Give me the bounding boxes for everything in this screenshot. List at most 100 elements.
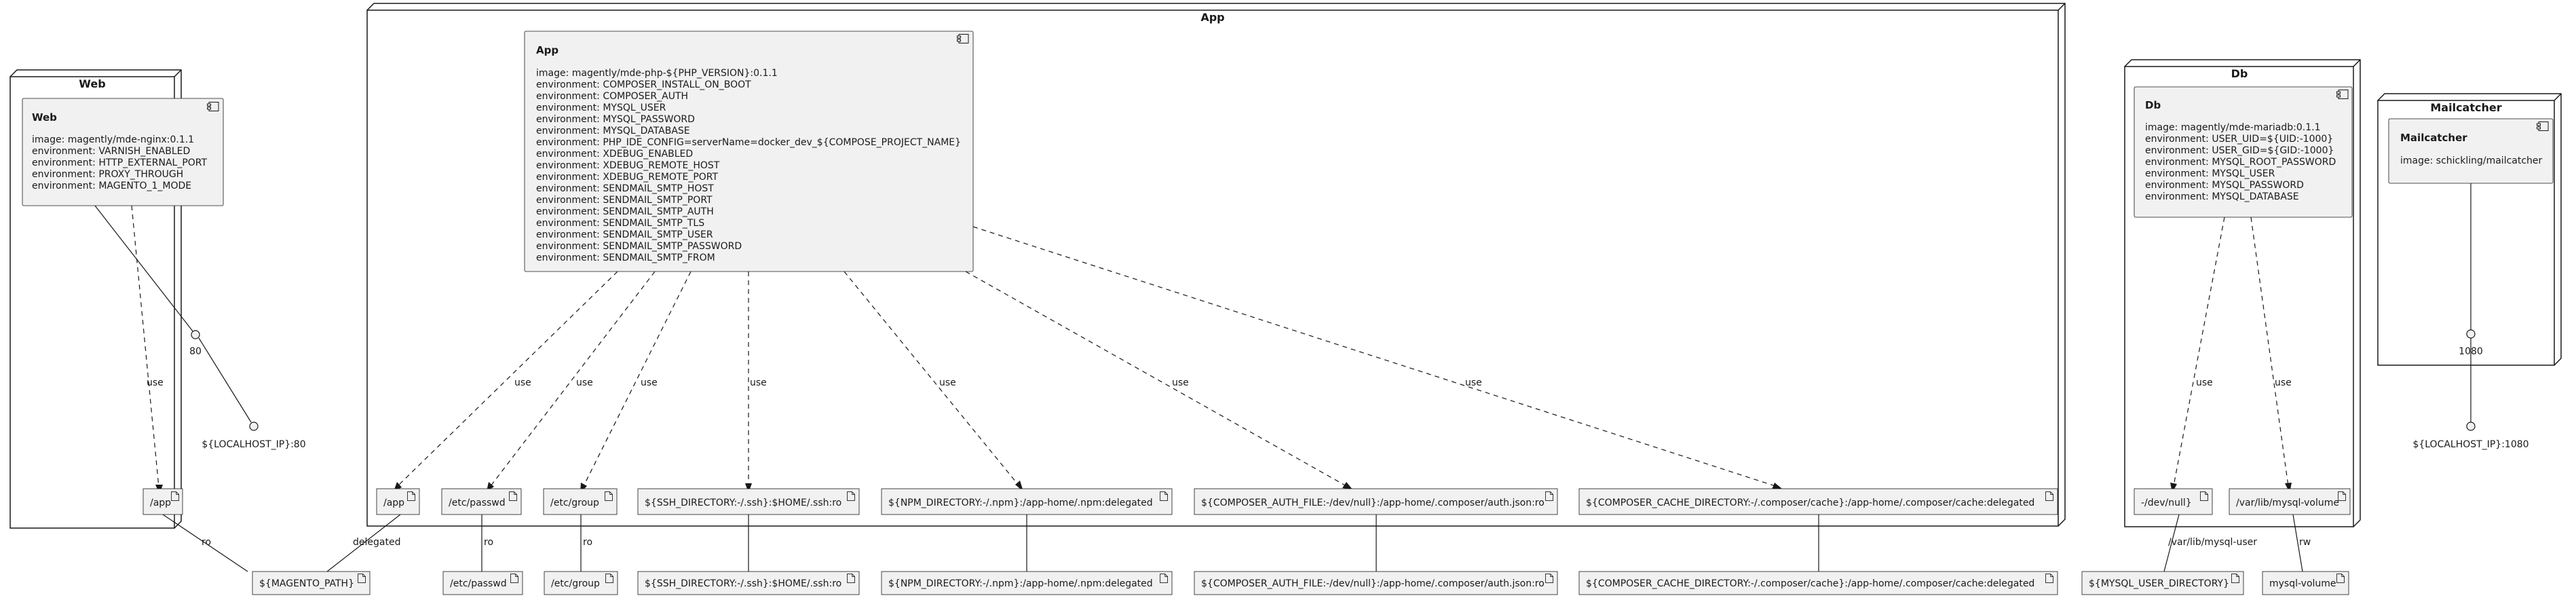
artifact-host-passwd: /etc/passwd (442, 571, 523, 595)
artifact-app-passwd: /etc/passwd (441, 488, 522, 515)
edge-label-ro: ro (484, 537, 493, 548)
interface-mail-host-label: ${LOCALHOST_IP}:1080 (2412, 439, 2528, 450)
artifact-db-devnull: -/dev/null} (2134, 488, 2213, 515)
svg-text:/var/lib/mysql-volume: /var/lib/mysql-volume (2236, 498, 2339, 508)
artifact-host-ssh: ${SSH_DIRECTORY:-/.ssh}:$HOME/.ssh:ro (637, 571, 860, 595)
component-app-line: environment: SENDMAIL_SMTP_AUTH (536, 206, 714, 217)
component-web-line: environment: VARNISH_ENABLED (32, 146, 190, 157)
edge-label-use: use (514, 377, 531, 388)
component-app-line: environment: MYSQL_USER (536, 102, 666, 113)
edge-label-use: use (576, 377, 593, 388)
artifact-web-app: /app (143, 488, 183, 515)
component-db-line: environment: USER_GID=${GID:-1000} (2145, 145, 2334, 156)
artifact-app-auth: ${COMPOSER_AUTH_FILE:-/dev/null}:/app-ho… (1194, 488, 1558, 515)
component-db-title: Db (2145, 99, 2161, 111)
component-db-line: environment: MYSQL_DATABASE (2145, 191, 2299, 202)
edge-label-use: use (2275, 377, 2292, 388)
edge-label-delegated: delegated (353, 537, 400, 548)
component-app-title: App (536, 44, 558, 56)
edge-label-use: use (2196, 377, 2213, 388)
component-web: Web image: magently/mde-nginx:0.1.1 envi… (22, 98, 224, 206)
edge-label-mysql-user-path: /var/lib/mysql-user (2168, 537, 2257, 548)
component-web-line: environment: HTTP_EXTERNAL_PORT (32, 157, 207, 168)
component-app-line: environment: XDEBUG_REMOTE_PORT (536, 172, 718, 183)
component-app-line: environment: COMPOSER_AUTH (536, 91, 688, 102)
artifact-app-npm: ${NPM_DIRECTORY:-/.npm}:/app-home/.npm:d… (881, 488, 1173, 515)
component-app-line: environment: SENDMAIL_SMTP_TLS (536, 218, 704, 229)
svg-text:${NPM_DIRECTORY:-/.npm}:/app-h: ${NPM_DIRECTORY:-/.npm}:/app-home/.npm:d… (888, 578, 1153, 589)
artifact-host-mysql-user: ${MYSQL_USER_DIRECTORY} (2081, 571, 2244, 595)
interface-mail-host (2466, 422, 2476, 431)
node-mailcatcher-title: Mailcatcher (2430, 101, 2501, 114)
component-app-line: environment: SENDMAIL_SMTP_USER (536, 229, 713, 240)
edge-label-rw: rw (2299, 537, 2311, 548)
host-artifacts: ${MAGENTO_PATH} /etc/passwd /etc/group $… (252, 571, 2349, 595)
artifact-app-group: /etc/group (543, 488, 618, 515)
svg-text:/app: /app (150, 498, 171, 508)
svg-text:${MYSQL_USER_DIRECTORY}: ${MYSQL_USER_DIRECTORY} (2089, 578, 2229, 589)
component-app-line: environment: PHP_IDE_CONFIG=serverName=d… (536, 137, 961, 148)
edge-label-ro: ro (202, 537, 211, 548)
artifact-host-mysql-volume: mysql-volume (2262, 571, 2349, 595)
component-mailcatcher: Mailcatcher image: schickling/mailcatche… (2388, 118, 2554, 184)
component-db: Db image: magently/mde-mariadb:0.1.1 env… (2134, 86, 2353, 218)
component-app-line: environment: MYSQL_DATABASE (536, 126, 690, 136)
component-web-title: Web (32, 111, 57, 124)
svg-text:${COMPOSER_CACHE_DIRECTORY:-/.: ${COMPOSER_CACHE_DIRECTORY:-/.composer/c… (1586, 578, 2034, 589)
component-web-line: environment: PROXY_THROUGH (32, 169, 183, 180)
svg-text:${NPM_DIRECTORY:-/.npm}:/app-h: ${NPM_DIRECTORY:-/.npm}:/app-home/.npm:d… (888, 498, 1153, 508)
component-app-line: environment: MYSQL_PASSWORD (536, 114, 695, 125)
mailcatcher-interfaces: 1080 ${LOCALHOST_IP}:1080 (2412, 183, 2529, 450)
component-db-line: environment: USER_UID=${UID:-1000} (2145, 134, 2333, 145)
edge-label-use: use (750, 377, 767, 388)
edge-label-use: use (1172, 377, 1189, 388)
component-app: App image: magently/mde-php-${PHP_VERSIO… (524, 31, 974, 272)
artifact-app-cache: ${COMPOSER_CACHE_DIRECTORY:-/.composer/c… (1578, 488, 2058, 515)
svg-text:/app: /app (383, 498, 404, 508)
artifact-app-ssh: ${SSH_DIRECTORY:-/.ssh}:$HOME/.ssh:ro (637, 488, 860, 515)
component-app-line: environment: SENDMAIL_SMTP_FROM (536, 253, 715, 263)
component-app-line: image: magently/mde-php-${PHP_VERSION}:0… (536, 68, 778, 79)
edge-label-use: use (641, 377, 658, 388)
artifact-host-npm: ${NPM_DIRECTORY:-/.npm}:/app-home/.npm:d… (881, 571, 1173, 595)
artifact-db-mysql: /var/lib/mysql-volume (2229, 488, 2351, 515)
component-mailcatcher-title: Mailcatcher (2400, 132, 2467, 144)
component-web-line: environment: MAGENTO_1_MODE (32, 181, 191, 191)
edge-label-use: use (1465, 377, 1482, 388)
svg-text:${COMPOSER_AUTH_FILE:-/dev/nul: ${COMPOSER_AUTH_FILE:-/dev/null}:/app-ho… (1201, 578, 1545, 589)
component-mailcatcher-line: image: schickling/mailcatcher (2400, 155, 2543, 166)
component-app-line: environment: XDEBUG_ENABLED (536, 149, 693, 160)
edge-label-use: use (147, 377, 164, 388)
component-web-line: image: magently/mde-nginx:0.1.1 (32, 134, 194, 145)
component-db-line: image: magently/mde-mariadb:0.1.1 (2145, 122, 2321, 133)
component-db-line: environment: MYSQL_ROOT_PASSWORD (2145, 157, 2336, 168)
svg-text:/etc/group: /etc/group (550, 498, 599, 508)
node-db-title: Db (2231, 67, 2248, 80)
svg-text:${COMPOSER_AUTH_FILE:-/dev/nul: ${COMPOSER_AUTH_FILE:-/dev/null}:/app-ho… (1201, 498, 1545, 508)
edge-label-use: use (939, 377, 956, 388)
component-db-line: environment: MYSQL_PASSWORD (2145, 180, 2304, 191)
interface-web-host-label: ${LOCALHOST_IP}:80 (202, 439, 305, 450)
web-interfaces: 80 ${LOCALHOST_IP}:80 (94, 205, 306, 450)
artifact-host-cache: ${COMPOSER_CACHE_DIRECTORY:-/.composer/c… (1578, 571, 2058, 595)
edge-label-ro: ro (583, 537, 592, 548)
svg-text:${COMPOSER_CACHE_DIRECTORY:-/.: ${COMPOSER_CACHE_DIRECTORY:-/.composer/c… (1586, 498, 2034, 508)
svg-text:-/dev/null}: -/dev/null} (2141, 498, 2192, 508)
svg-text:${MAGENTO_PATH}: ${MAGENTO_PATH} (259, 578, 354, 589)
component-db-line: environment: MYSQL_USER (2145, 168, 2275, 179)
component-db-lines: image: magently/mde-mariadb:0.1.1 enviro… (2145, 122, 2339, 202)
artifact-host-magento: ${MAGENTO_PATH} (252, 571, 371, 595)
interface-web-port-label: 80 (189, 346, 202, 357)
svg-text:/etc/passwd: /etc/passwd (450, 578, 507, 589)
interface-mail-port-label: 1080 (2459, 346, 2483, 357)
component-app-lines: image: magently/mde-php-${PHP_VERSION}:0… (536, 68, 964, 263)
svg-text:mysql-volume: mysql-volume (2269, 578, 2336, 589)
node-web-title: Web (79, 77, 105, 90)
artifact-app-app: /app (376, 488, 420, 515)
interface-web-port (191, 330, 200, 339)
svg-text:/etc/group: /etc/group (551, 578, 600, 589)
interface-web-host (249, 422, 259, 431)
artifact-host-group: /etc/group (544, 571, 618, 595)
svg-text:/etc/passwd: /etc/passwd (449, 498, 506, 508)
